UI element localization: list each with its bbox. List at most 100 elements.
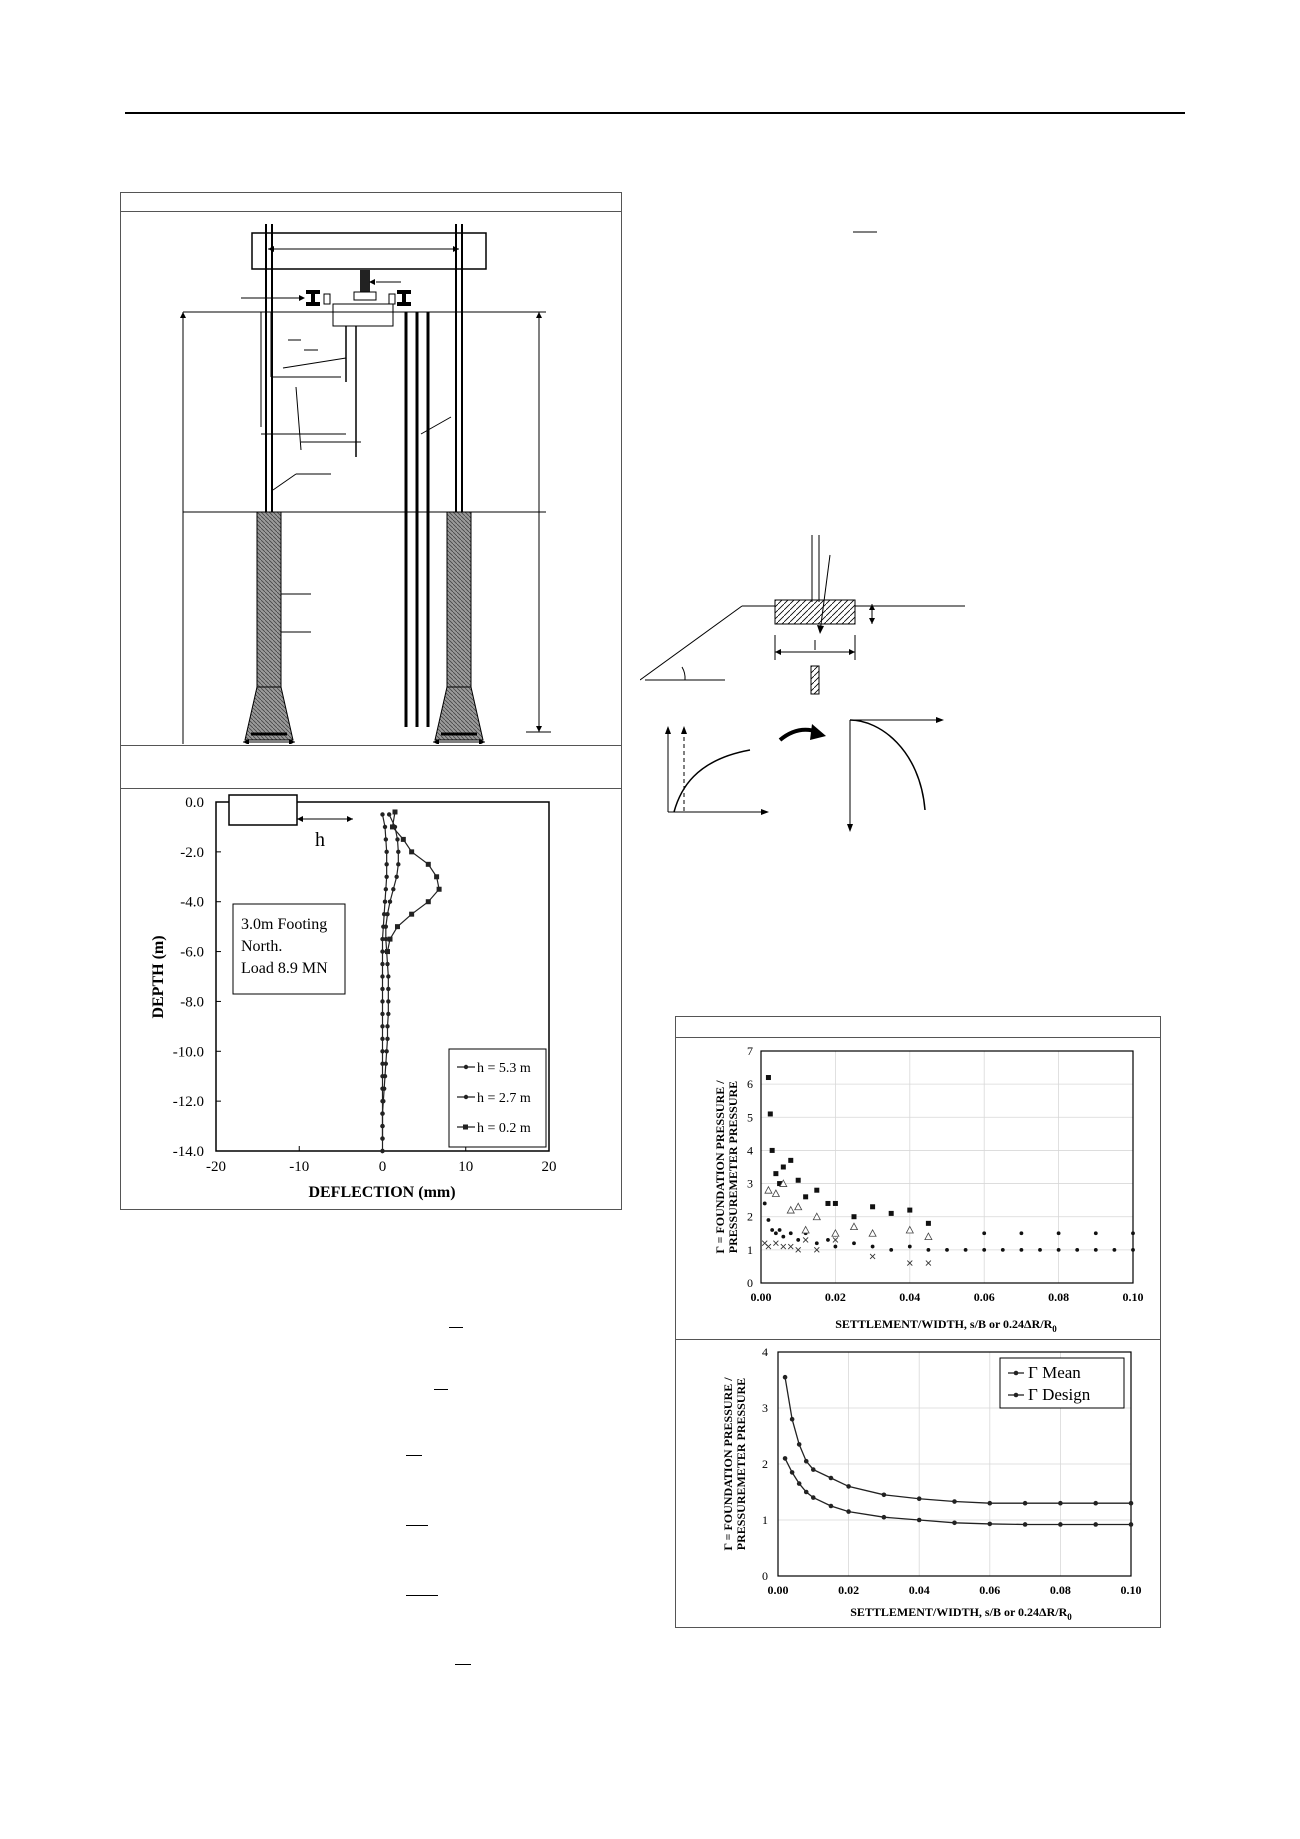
design-ylabel-2: PRESSUREMETER PRESSURE [734, 1378, 748, 1550]
scatter-point [1131, 1247, 1135, 1252]
scatter-point [773, 1240, 779, 1247]
scatter-series [761, 1075, 1135, 1266]
scatter-point [1056, 1231, 1061, 1236]
design-point [1058, 1522, 1063, 1527]
scatter-point [925, 1220, 931, 1226]
deflection-y-tick-label: -14.0 [173, 1144, 204, 1160]
scatter-point [812, 1212, 821, 1221]
scatter-y-tick-label: 3 [747, 1177, 753, 1191]
scatter-point [773, 1171, 779, 1177]
deflection-point [400, 836, 406, 842]
footing-slope-schematic [640, 231, 965, 832]
deflection-point [387, 936, 393, 942]
footing-symbol [228, 794, 298, 826]
equation-fraction-2 [434, 1389, 448, 1390]
deflection-point [380, 1148, 385, 1154]
scatter-point [870, 1204, 876, 1210]
legend-marker [463, 1064, 469, 1070]
design-point [916, 1517, 922, 1523]
deflection-point [391, 887, 396, 892]
deflection-point [396, 862, 401, 867]
design-point [1128, 1522, 1134, 1527]
deflection-point [409, 911, 415, 917]
deflection-point [386, 812, 392, 817]
scatter-point [832, 1200, 838, 1206]
scatter-point [1019, 1247, 1024, 1252]
scatter-point [1000, 1247, 1005, 1252]
deflection-point [380, 1024, 385, 1029]
scatter-point [889, 1247, 894, 1252]
scatter-point [762, 1201, 767, 1206]
deflection-point [389, 824, 395, 830]
reaction-beam [251, 232, 487, 270]
scatter-point [802, 1237, 809, 1243]
design-point [1093, 1500, 1098, 1506]
design-legend-label: Γ Design [1028, 1385, 1091, 1404]
scatter-point [982, 1231, 987, 1236]
deflection-point [380, 999, 385, 1004]
scatter-point [926, 1247, 931, 1252]
deflection-y-ticks: 0.0-2.0-4.0-6.0-8.0-10.0-12.0-14.0 [173, 795, 221, 1160]
scatter-point [765, 1075, 771, 1081]
deflection-point [425, 899, 431, 905]
scatter-point [1056, 1247, 1061, 1252]
test-footing [332, 303, 394, 327]
design-xlabel: SETTLEMENT/WIDTH, s/B or 0.24ΔR/R0 [850, 1605, 1072, 1622]
design-x-tick-label: 0.08 [1050, 1583, 1071, 1597]
scatter-point [788, 1231, 793, 1236]
deflection-point [380, 1011, 385, 1017]
design-x-tick-label: 0.02 [838, 1583, 859, 1597]
deflection-point [380, 986, 385, 992]
scatter-point [852, 1241, 856, 1246]
deflection-y-tick-label: -12.0 [173, 1094, 204, 1110]
scatter-point [982, 1247, 987, 1252]
deflection-point [380, 1049, 385, 1054]
scatter-point [814, 1187, 820, 1193]
design-point [1022, 1500, 1028, 1506]
annotation-line-3: Load 8.9 MN [241, 960, 328, 977]
scatter-y-tick-label: 2 [747, 1210, 753, 1224]
design-point [846, 1484, 851, 1489]
scatter-x-tick-label: 0.04 [899, 1290, 920, 1304]
scatter-point [771, 1189, 781, 1197]
deflection-series [380, 809, 442, 1154]
scatter-point [831, 1228, 840, 1237]
design-point [881, 1492, 887, 1498]
deflection-point [380, 961, 385, 967]
deflection-y-tick-label: -8.0 [180, 994, 204, 1010]
deflection-point [380, 1061, 385, 1066]
scatter-point [779, 1179, 788, 1187]
deflection-point [381, 1086, 387, 1091]
design-point [789, 1416, 795, 1422]
deflection-y-tick-label: -10.0 [173, 1044, 204, 1060]
scatter-point [833, 1244, 838, 1249]
deflection-point [380, 812, 385, 817]
scatter-point [832, 1237, 839, 1243]
scatter-point [826, 1238, 830, 1242]
design-point [881, 1514, 887, 1520]
scatter-point [924, 1232, 933, 1241]
scatter-point [1093, 1247, 1098, 1252]
deflection-point [394, 924, 400, 930]
deflection-point [386, 1011, 391, 1017]
deflection-point [381, 1098, 386, 1104]
deflection-point [384, 862, 389, 867]
design-plot-area [777, 1351, 1132, 1577]
scatter-point [963, 1247, 968, 1252]
deflection-point [383, 924, 389, 929]
scatter-point [1093, 1231, 1098, 1236]
deflection-point [382, 1074, 388, 1079]
deflection-point [382, 824, 388, 830]
scatter-point [869, 1253, 876, 1260]
design-point [803, 1458, 809, 1464]
design-x-tick-label: 0.06 [979, 1583, 1000, 1597]
equation-fraction-4 [406, 1525, 428, 1526]
deflection-legend-label: h = 0.2 m [477, 1121, 531, 1136]
design-point [796, 1442, 802, 1447]
design-line [784, 1458, 1131, 1526]
slope-line [640, 605, 743, 681]
deflection-point [380, 974, 385, 979]
deflection-legend-label: h = 2.7 m [477, 1091, 531, 1106]
annotation-line-1: 3.0m Footing [241, 916, 327, 933]
